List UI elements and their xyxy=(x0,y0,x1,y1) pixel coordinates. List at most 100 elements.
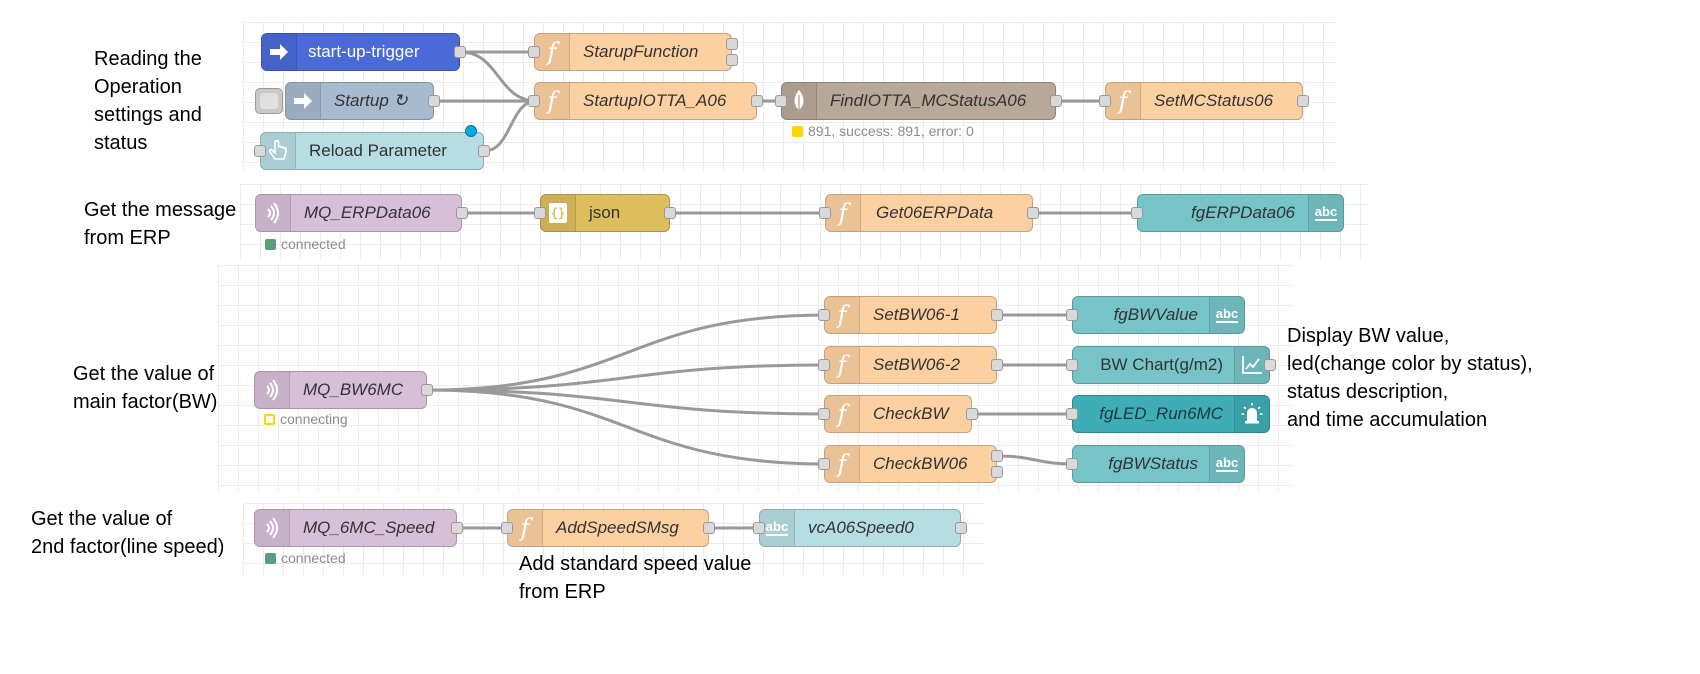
output-port[interactable] xyxy=(703,522,715,534)
input-port[interactable] xyxy=(1066,309,1078,321)
node-label: CheckBW xyxy=(873,404,949,423)
output-port-1[interactable] xyxy=(726,38,738,50)
chart-line-icon xyxy=(1234,347,1269,383)
status-dot-green xyxy=(265,552,276,564)
inject-node-startup[interactable]: Startup ↻ xyxy=(285,82,440,120)
input-port[interactable] xyxy=(528,95,540,107)
hand-pointer-icon xyxy=(261,133,296,169)
input-port[interactable] xyxy=(818,458,830,470)
wire xyxy=(996,454,1075,466)
input-port[interactable] xyxy=(501,522,513,534)
wire xyxy=(426,388,828,466)
output-port[interactable] xyxy=(664,207,676,219)
status-dot-yellow-ring xyxy=(264,413,275,425)
output-port[interactable] xyxy=(1297,95,1309,107)
status-text: 891, success: 891, error: 0 xyxy=(808,123,974,139)
node-label: Startup ↻ xyxy=(334,91,408,110)
json-braces-icon: {} xyxy=(541,195,576,231)
ui-text-node-vc-speed[interactable]: abc vcA06Speed0 xyxy=(753,509,967,547)
input-port[interactable] xyxy=(1066,359,1078,371)
ui-chart-node-bw-chart[interactable]: BW Chart(g/m2) xyxy=(1066,346,1276,384)
wire xyxy=(426,388,828,416)
json-node[interactable]: {} json xyxy=(534,194,676,232)
ui-button-node-reload-parameter[interactable]: Reload Parameter xyxy=(254,132,490,170)
function-node-check-bw06[interactable]: f CheckBW06 xyxy=(818,445,1003,483)
mongodb-node-find-iotta[interactable]: FindIOTTA_MCStatusA06 xyxy=(775,82,1062,120)
function-node-check-bw[interactable]: f CheckBW xyxy=(818,395,978,433)
output-port[interactable] xyxy=(1264,359,1276,371)
function-node-get-erp[interactable]: f Get06ERPData xyxy=(819,194,1039,232)
function-f-icon: f xyxy=(1106,83,1141,119)
input-port[interactable] xyxy=(819,207,831,219)
annotation-erp-message: Get the message from ERP xyxy=(84,199,237,249)
wire xyxy=(426,313,828,392)
output-port[interactable] xyxy=(478,145,490,157)
input-port[interactable] xyxy=(254,145,266,157)
wire xyxy=(426,363,828,392)
function-node-startup-iotta[interactable]: f StartupIOTTA_A06 xyxy=(528,82,763,120)
output-port[interactable] xyxy=(955,522,967,534)
input-port[interactable] xyxy=(818,359,830,371)
input-port[interactable] xyxy=(775,95,787,107)
node-label: MQ_BW6MC xyxy=(303,380,404,399)
node-status-mq-bw: connecting xyxy=(264,411,348,427)
mqtt-in-node-bw[interactable]: MQ_BW6MC xyxy=(254,371,433,409)
node-label: fgERPData06 xyxy=(1191,203,1295,222)
output-port-2[interactable] xyxy=(726,54,738,66)
output-port-1[interactable] xyxy=(991,450,1003,462)
mqtt-signal-icon xyxy=(255,510,290,546)
mqtt-in-node-speed[interactable]: MQ_6MC_Speed xyxy=(254,509,463,547)
node-label: Reload Parameter xyxy=(309,141,447,160)
input-port[interactable] xyxy=(1131,207,1143,219)
input-port[interactable] xyxy=(1066,458,1078,470)
function-node-set-mc-status[interactable]: f SetMCStatus06 xyxy=(1099,82,1309,120)
output-port[interactable] xyxy=(454,46,466,58)
node-status-mq-erp: connected xyxy=(265,236,346,252)
node-label: MQ_6MC_Speed xyxy=(303,518,435,537)
function-f-icon: f xyxy=(535,83,570,119)
output-port[interactable] xyxy=(751,95,763,107)
inject-node-start-up-trigger[interactable]: start-up-trigger xyxy=(261,33,466,71)
mongodb-leaf-icon xyxy=(782,83,817,119)
node-label: json xyxy=(589,203,621,222)
output-port[interactable] xyxy=(1050,95,1062,107)
annotation-second-factor: Get the value of 2nd factor(line speed) xyxy=(31,508,225,558)
output-port[interactable] xyxy=(966,408,978,420)
abc-text-icon: abc xyxy=(1209,297,1244,333)
output-port[interactable] xyxy=(456,207,468,219)
output-port[interactable] xyxy=(1027,207,1039,219)
input-port[interactable] xyxy=(1099,95,1111,107)
ui-text-node-fg-erp[interactable]: fgERPData06 abc xyxy=(1131,194,1344,232)
function-node-starup[interactable]: f StarupFunction xyxy=(528,33,738,71)
input-port[interactable] xyxy=(1066,408,1078,420)
mqtt-in-node-erp-data[interactable]: MQ_ERPData06 xyxy=(255,194,468,232)
input-port[interactable] xyxy=(818,408,830,420)
output-port[interactable] xyxy=(991,309,1003,321)
function-f-icon: f xyxy=(825,446,860,482)
node-label: SetMCStatus06 xyxy=(1154,91,1274,110)
node-label: fgLED_Run6MC xyxy=(1099,404,1223,423)
input-port[interactable] xyxy=(528,46,540,58)
output-port[interactable] xyxy=(428,95,440,107)
input-port[interactable] xyxy=(753,522,765,534)
output-port-2[interactable] xyxy=(991,466,1003,478)
node-status-mq-speed: connected xyxy=(265,550,346,566)
output-port[interactable] xyxy=(451,522,463,534)
annotation-display-bw: Display BW value, led(change color by st… xyxy=(1287,325,1533,431)
function-node-set-bw-2[interactable]: f SetBW06-2 xyxy=(818,346,1003,384)
function-node-set-bw-1[interactable]: f SetBW06-1 xyxy=(818,296,1003,334)
output-port[interactable] xyxy=(421,384,433,396)
ui-text-node-fg-bw-status[interactable]: fgBWStatus abc xyxy=(1066,445,1245,483)
ui-led-node-fg-led[interactable]: fgLED_Run6MC xyxy=(1066,395,1270,433)
input-port[interactable] xyxy=(534,207,546,219)
annotation-reading-settings: Reading the Operation settings and statu… xyxy=(94,48,202,154)
mqtt-signal-icon xyxy=(255,372,290,408)
output-port[interactable] xyxy=(991,359,1003,371)
inject-trigger-button[interactable] xyxy=(255,88,283,114)
node-status-find-iotta: 891, success: 891, error: 0 xyxy=(792,123,974,139)
function-node-add-speed[interactable]: f AddSpeedSMsg xyxy=(501,509,715,547)
status-dot-green xyxy=(265,238,276,250)
ui-text-node-fg-bw-value[interactable]: fgBWValue abc xyxy=(1066,296,1245,334)
input-port[interactable] xyxy=(818,309,830,321)
node-label: CheckBW06 xyxy=(873,454,968,473)
